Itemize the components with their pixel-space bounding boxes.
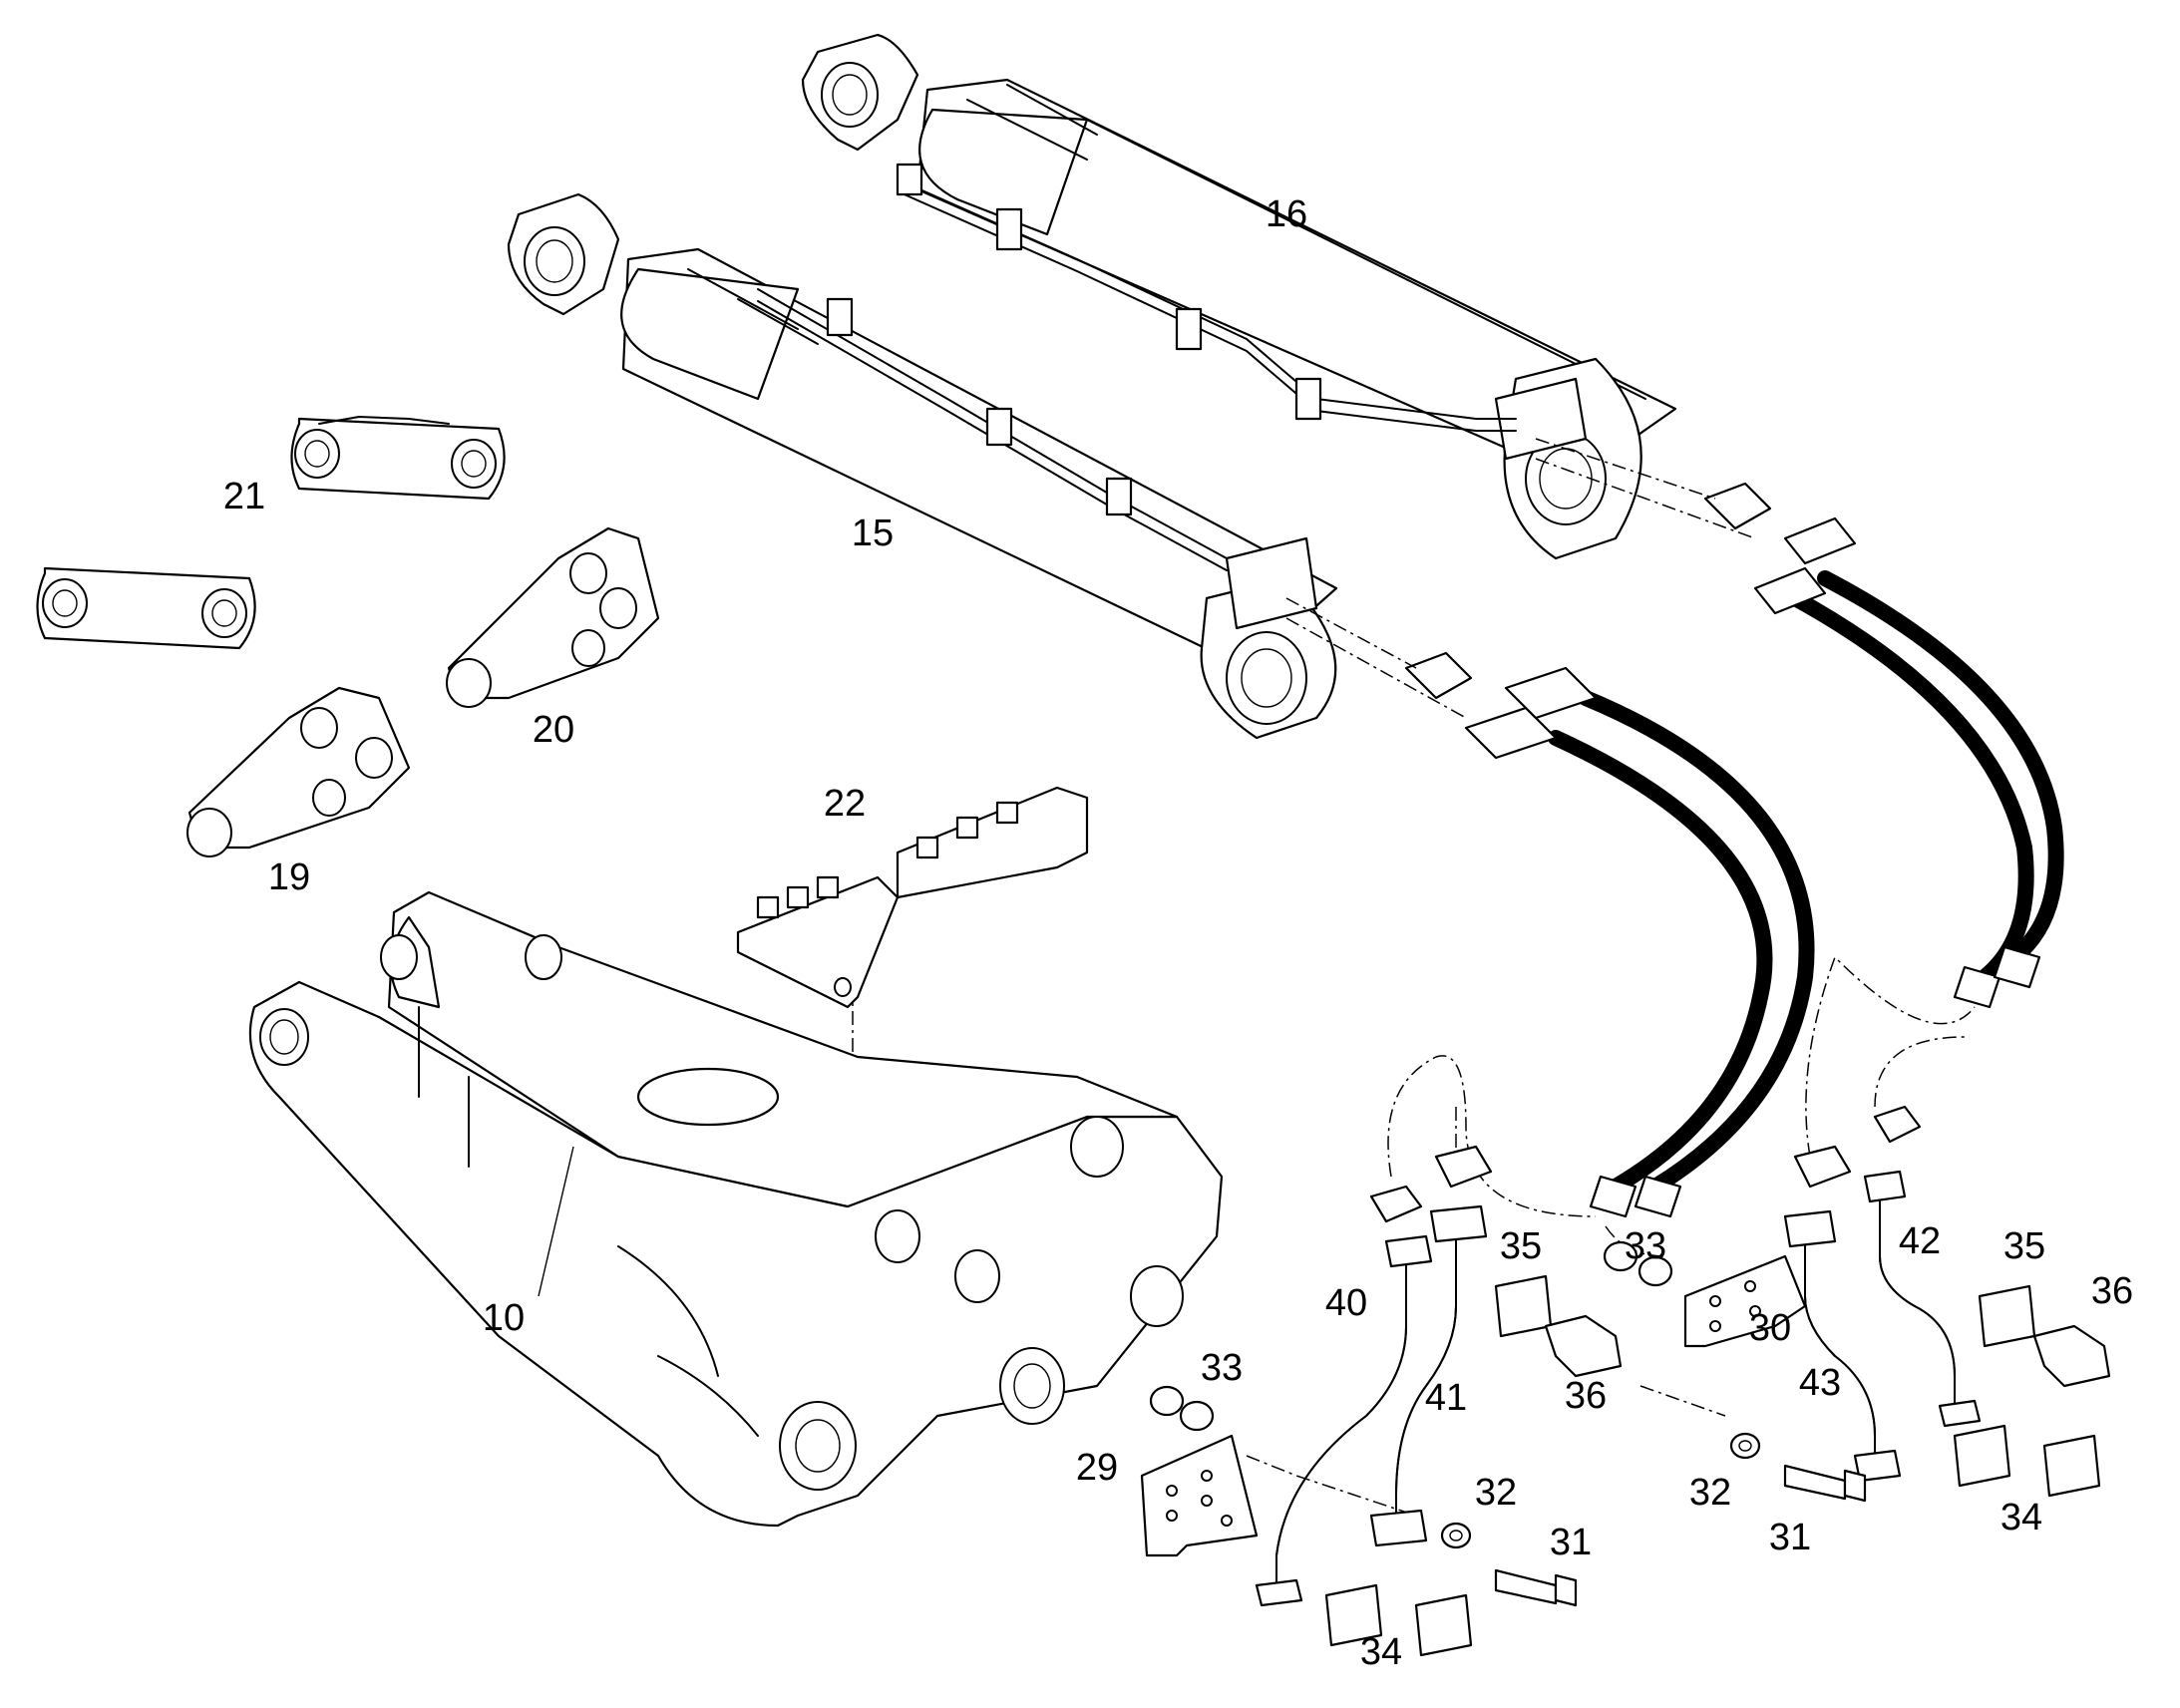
part-labels: 16 15 21 20 19 22 10 33 29 40 41 35 36 3… — [223, 193, 2133, 1673]
pipe-43 — [1783, 1209, 1902, 1483]
clamp-34-left — [1324, 1583, 1473, 1657]
label-42: 42 — [1899, 1220, 1941, 1262]
flange-halves — [1369, 1105, 1922, 1223]
clamp-35-right — [1978, 1284, 2036, 1348]
label-32-left: 32 — [1475, 1472, 1517, 1514]
label-36-left: 36 — [1565, 1375, 1607, 1417]
pipe-41 — [1369, 1204, 1488, 1547]
label-15: 15 — [852, 512, 894, 554]
mounting-plate-29 — [1140, 1434, 1259, 1557]
clamp-36-left — [1544, 1314, 1623, 1378]
label-33-right: 33 — [1625, 1225, 1666, 1267]
nuts-33-right — [1603, 1240, 1673, 1287]
link-21-lower — [36, 566, 256, 650]
triangle-plate-19 — [186, 686, 411, 857]
label-19: 19 — [268, 856, 310, 898]
split-flange-set-upper — [1404, 482, 1772, 700]
label-32-right: 32 — [1689, 1472, 1731, 1514]
label-43: 43 — [1799, 1362, 1841, 1404]
label-20: 20 — [533, 709, 574, 751]
label-35-right: 35 — [2003, 1225, 2045, 1267]
label-30: 30 — [1749, 1307, 1791, 1349]
hydraulic-cylinder-15 — [507, 192, 1338, 740]
clamp-36-right — [2032, 1324, 2111, 1388]
link-21-upper — [290, 416, 506, 501]
label-29: 29 — [1076, 1447, 1118, 1489]
assembly-lines — [852, 438, 1976, 1517]
label-31-right: 31 — [1769, 1517, 1811, 1558]
bolt-31-right — [1783, 1464, 1867, 1503]
triangle-plate-20 — [446, 526, 660, 708]
pipe-40 — [1255, 1234, 1433, 1607]
washer-32-right — [1729, 1432, 1761, 1460]
label-34-left: 34 — [1360, 1631, 1402, 1673]
label-41: 41 — [1425, 1377, 1467, 1419]
hydraulic-hoses — [1464, 516, 2064, 1218]
nuts-33-left — [1149, 1385, 1215, 1432]
label-36-right: 36 — [2091, 1270, 2133, 1312]
lube-distributor-22 — [736, 786, 1089, 1009]
mounting-plate-30 — [1683, 1254, 1807, 1348]
bolt-31-left — [1494, 1568, 1578, 1607]
washer-32-left — [1440, 1522, 1472, 1549]
label-22: 22 — [824, 783, 866, 825]
label-31-left: 31 — [1550, 1522, 1592, 1563]
label-21: 21 — [223, 476, 265, 517]
label-40: 40 — [1325, 1282, 1367, 1324]
label-10: 10 — [483, 1297, 525, 1339]
clamp-34-right — [1953, 1424, 2101, 1498]
hydraulic-cylinder-16 — [801, 33, 1677, 560]
boom-10 — [248, 890, 1224, 1528]
label-34-right: 34 — [2000, 1497, 2042, 1538]
label-16: 16 — [1266, 193, 1307, 235]
pipe-42 — [1863, 1170, 1982, 1428]
label-35-left: 35 — [1500, 1225, 1542, 1267]
clamp-35-left — [1494, 1274, 1553, 1338]
label-33-left: 33 — [1201, 1347, 1243, 1389]
